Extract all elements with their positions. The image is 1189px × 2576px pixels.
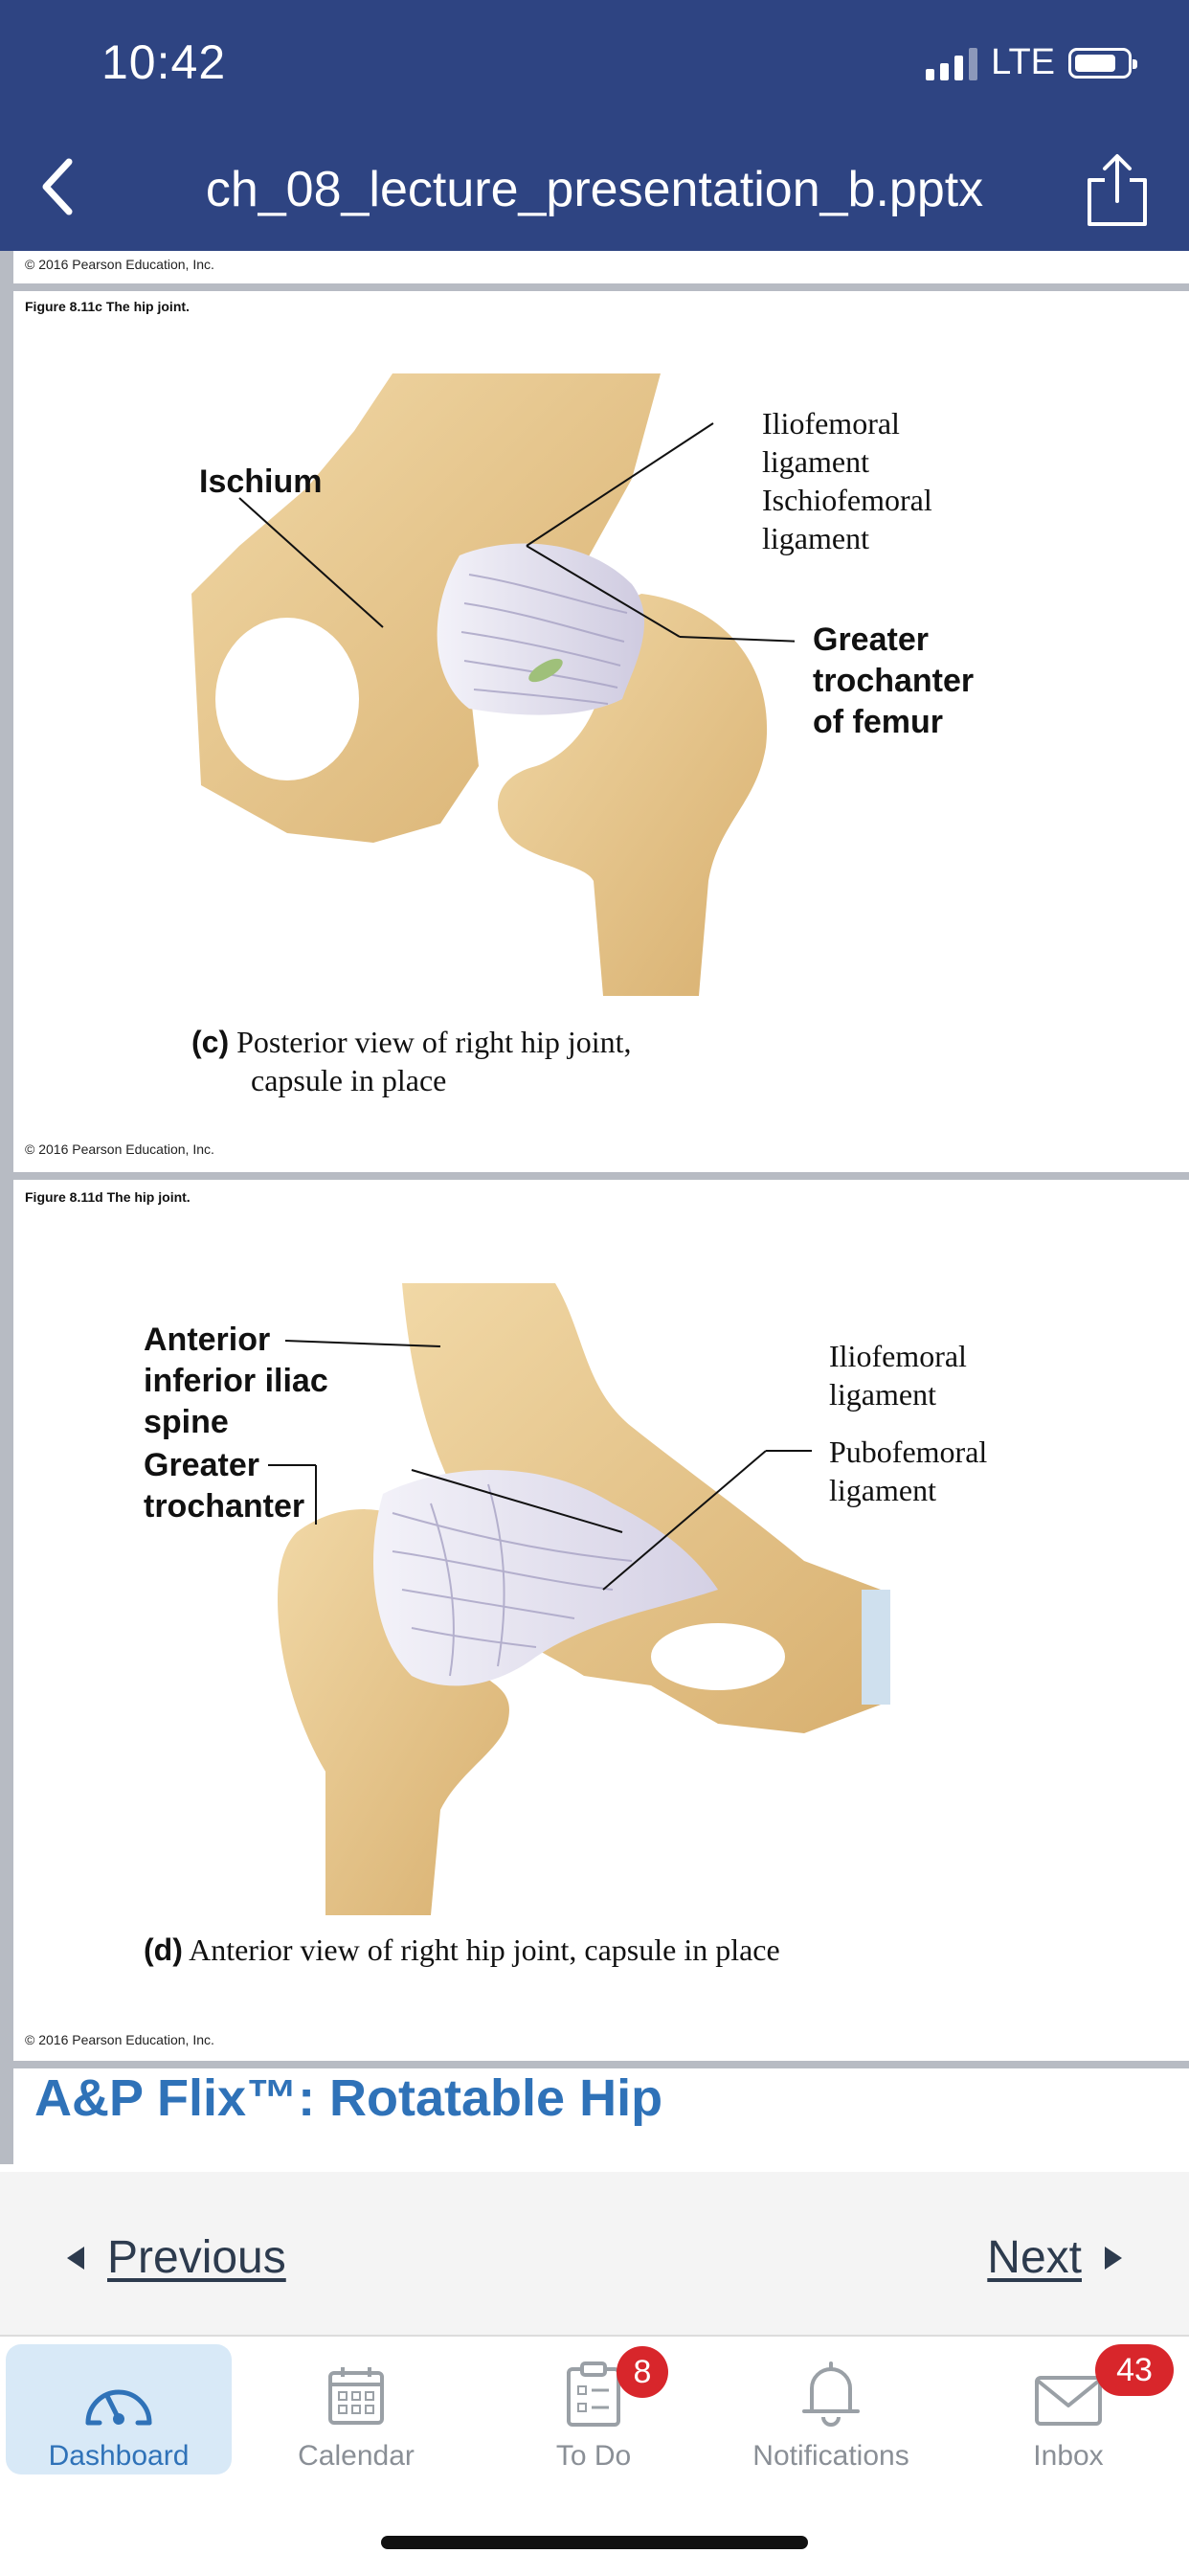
- dashboard-gauge-icon: [85, 2389, 152, 2426]
- label-anterior-1: Anterior: [144, 1322, 271, 1358]
- label-anterior-3: spine: [144, 1404, 229, 1440]
- calendar-icon: [328, 2367, 384, 2425]
- caption-c-letter: (c): [191, 1025, 230, 1059]
- app-header: 10:42 LTE ch_08_lecture_presentation_b.p…: [0, 0, 1189, 251]
- label-ischiofemoral-1: Ischiofemoral: [762, 483, 932, 517]
- network-type: LTE: [991, 42, 1055, 82]
- bell-icon: [802, 2361, 860, 2427]
- label-greater-trochanter-d-2: trochanter: [144, 1488, 305, 1525]
- slide-divider: [13, 1172, 1189, 1180]
- label-greater-trochanter-c-2: trochanter: [813, 663, 975, 699]
- copyright-d: © 2016 Pearson Education, Inc.: [25, 2032, 214, 2047]
- battery-icon: [1068, 47, 1137, 79]
- caption-d: (d) Anterior view of right hip joint, ca…: [144, 1931, 780, 1969]
- tab-notifications-label: Notifications: [752, 2440, 909, 2472]
- tab-calendar[interactable]: Calendar: [243, 2344, 469, 2474]
- caption-c: (c) Posterior view of right hip joint,: [191, 1023, 632, 1061]
- label-greater-trochanter-d-1: Greater: [144, 1447, 259, 1483]
- tab-inbox-label: Inbox: [1033, 2440, 1104, 2472]
- envelope-icon: [1035, 2376, 1102, 2426]
- label-ischium: Ischium: [199, 463, 323, 500]
- status-indicators: LTE: [926, 42, 1137, 83]
- tab-calendar-label: Calendar: [298, 2440, 415, 2472]
- hip-joint-posterior-illustration: [191, 373, 795, 996]
- slide-margin: [0, 251, 13, 2164]
- tab-todo[interactable]: To Do: [481, 2344, 707, 2474]
- tab-notifications[interactable]: Notifications: [718, 2344, 944, 2474]
- label-greater-trochanter-c-1: Greater: [813, 621, 929, 658]
- pager: Previous Next: [0, 2172, 1189, 2335]
- label-iliofemoral-c-2: ligament: [762, 444, 869, 479]
- previous-label: Previous: [107, 2232, 286, 2283]
- chevron-left-icon: [42, 158, 73, 215]
- tab-todo-label: To Do: [555, 2440, 632, 2472]
- tab-inbox[interactable]: Inbox: [955, 2344, 1181, 2474]
- copyright-c: © 2016 Pearson Education, Inc.: [25, 1141, 214, 1157]
- triangle-left-icon: [67, 2246, 84, 2270]
- figure-title-d: Figure 8.11d The hip joint.: [25, 1189, 191, 1205]
- label-greater-trochanter-c-3: of femur: [813, 704, 943, 740]
- back-button[interactable]: [29, 153, 86, 220]
- slide-divider: [13, 283, 1189, 291]
- figure-title-c: Figure 8.11c The hip joint.: [25, 299, 190, 314]
- share-icon: [1088, 154, 1147, 226]
- caption-c-line1: Posterior view of right hip joint,: [236, 1025, 632, 1059]
- next-button[interactable]: Next: [987, 2231, 1122, 2284]
- previous-button[interactable]: Previous: [67, 2231, 286, 2284]
- triangle-right-icon: [1105, 2246, 1122, 2270]
- caption-d-letter: (d): [144, 1932, 183, 1967]
- tab-dashboard-label: Dashboard: [48, 2440, 190, 2472]
- label-pubofemoral-2: ligament: [829, 1473, 936, 1507]
- todo-clipboard-icon: [567, 2361, 620, 2427]
- slide-divider: [13, 2061, 1189, 2068]
- caption-d-text: Anterior view of right hip joint, capsul…: [189, 1932, 780, 1967]
- label-anterior-2: inferior iliac: [144, 1363, 328, 1399]
- label-ischiofemoral-2: ligament: [762, 521, 869, 555]
- next-label: Next: [987, 2232, 1082, 2283]
- share-button[interactable]: [1084, 151, 1151, 228]
- hip-joint-anterior-illustration: [268, 1283, 890, 1915]
- status-time: 10:42: [101, 35, 227, 89]
- copyright-text: © 2016 Pearson Education, Inc.: [25, 257, 214, 272]
- label-iliofemoral-c-1: Iliofemoral: [762, 406, 900, 441]
- tab-dashboard[interactable]: Dashboard: [6, 2344, 232, 2474]
- inbox-badge: 43: [1095, 2344, 1174, 2396]
- caption-c-line2: capsule in place: [251, 1063, 447, 1097]
- home-indicator[interactable]: [381, 2536, 808, 2549]
- signal-icon: [926, 46, 978, 80]
- next-slide-title[interactable]: A&P Flix™: Rotatable Hip: [34, 2069, 663, 2127]
- label-iliofemoral-d-2: ligament: [829, 1377, 936, 1412]
- label-pubofemoral-1: Pubofemoral: [829, 1435, 988, 1469]
- todo-badge: 8: [617, 2346, 668, 2398]
- document-title: ch_08_lecture_presentation_b.pptx: [205, 162, 984, 217]
- label-iliofemoral-d-1: Iliofemoral: [829, 1339, 967, 1373]
